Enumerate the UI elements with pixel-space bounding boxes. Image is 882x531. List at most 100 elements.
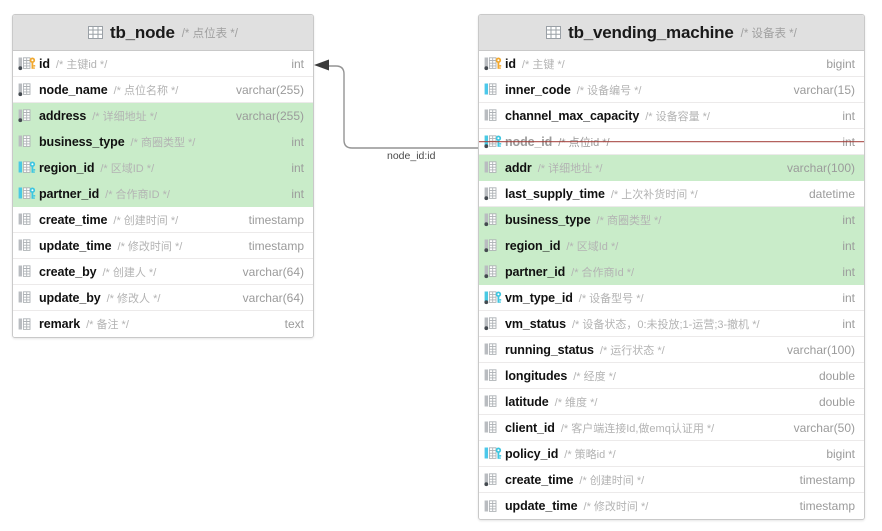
column-type: varchar(15): [793, 82, 855, 97]
entity-header[interactable]: tb_node /* 点位表 */: [13, 15, 313, 51]
column-name: partner_id: [39, 186, 100, 201]
column-name: region_id: [505, 238, 561, 253]
column-row[interactable]: latitude/* 维度 */double: [479, 389, 864, 415]
column-comment: /* 设备容量 */: [645, 110, 710, 123]
column-row[interactable]: policy_id /* 策略id */ bigint: [479, 441, 864, 467]
column-row[interactable]: business_type/* 商圈类型 */int: [479, 207, 864, 233]
column-type: timestamp: [248, 212, 304, 227]
column-comment: /* 设备状态，0:未投放;1-运营;3-撤机 */: [571, 318, 760, 331]
column-row[interactable]: vm_status/* 设备状态，0:未投放;1-运营;3-撤机 */int: [479, 311, 864, 337]
column-row[interactable]: inner_code /* 设备编号 */ varchar(15): [479, 77, 864, 103]
column-type: timestamp: [248, 238, 304, 253]
column-comment: /* 设备编号 */: [576, 84, 642, 97]
column-row[interactable]: node_name/* 点位名称 */varchar(255): [13, 77, 313, 103]
column-row[interactable]: remark/* 备注 */text: [13, 311, 313, 337]
column-row[interactable]: last_supply_time /* 上次补货时间 */ datetime: [479, 181, 864, 207]
column-row[interactable]: node_id/* 点位id */int: [479, 129, 864, 155]
column-comment: /* 设备型号 */: [578, 292, 644, 305]
column-type: int: [291, 56, 304, 71]
column-row[interactable]: channel_max_capacity/* 设备容量 */int: [479, 103, 864, 129]
entity-table-tb-vending-machine[interactable]: tb_vending_machine /* 设备表 */ id/* 主键 */b…: [478, 14, 865, 520]
column-name: id: [39, 56, 50, 71]
column-type: int: [842, 212, 855, 227]
column-comment: /* 商圈类型 */: [130, 136, 196, 149]
column-row[interactable]: address/* 详细地址 */varchar(255): [13, 103, 313, 129]
column-list: id /* 主键id */ int node_name /* 点位名称 */ varcha…: [13, 51, 313, 337]
column-type: int: [291, 186, 304, 201]
relationship-arrowhead: [314, 59, 329, 71]
column-comment: /* 主键id */: [55, 58, 108, 71]
column-row[interactable]: region_id/* 区域Id */int: [479, 233, 864, 259]
column-comment: /* 客户端连接Id,做emq认证用 */: [560, 422, 715, 435]
column-type: bigint: [826, 446, 855, 461]
column-name: create_time: [39, 212, 108, 227]
column-row[interactable]: id/* 主键 */bigint: [479, 51, 864, 77]
column-name: inner_code: [505, 82, 571, 97]
column-list: id/* 主键 */bigint inner_code /* 设备编号 */ varc…: [479, 51, 864, 519]
column-name: update_time: [39, 238, 112, 253]
column-row[interactable]: partner_id /* 合作商ID */ int: [13, 181, 313, 207]
column-type: int: [842, 108, 855, 123]
column-name: vm_type_id: [505, 290, 573, 305]
column-type: varchar(64): [242, 290, 304, 305]
column-name: partner_id: [505, 264, 566, 279]
column-name: addr: [505, 160, 532, 175]
entity-title-comment: /* 点位表 */: [181, 27, 238, 40]
entity-table-tb-node[interactable]: tb_node /* 点位表 */ id /* 主键id */ int node_na…: [12, 14, 314, 338]
entity-header[interactable]: tb_vending_machine /* 设备表 */: [479, 15, 864, 51]
column-comment: /* 主键 */: [521, 58, 565, 71]
column-row[interactable]: create_time/* 创建时间 */timestamp: [479, 467, 864, 493]
column-row[interactable]: partner_id/* 合作商Id */int: [479, 259, 864, 285]
column-type: timestamp: [799, 472, 855, 487]
relationship-line: [326, 65, 478, 149]
column-name: node_name: [39, 82, 108, 97]
column-row[interactable]: create_time /* 创建时间 */ timestamp: [13, 207, 313, 233]
column-name: update_by: [39, 290, 101, 305]
column-type: int: [842, 134, 855, 149]
column-type: double: [818, 394, 855, 409]
column-comment: /* 维度 */: [554, 396, 598, 409]
entity-title: tb_node: [110, 22, 175, 42]
column-comment: /* 修改人 */: [106, 292, 161, 305]
column-row[interactable]: vm_type_id/* 设备型号 */int: [479, 285, 864, 311]
column-row[interactable]: business_type /* 商圈类型 */ int: [13, 129, 313, 155]
column-row[interactable]: client_id/* 客户端连接Id,做emq认证用 */varchar(50…: [479, 415, 864, 441]
column-row[interactable]: id /* 主键id */ int: [13, 51, 313, 77]
table-icon: [88, 26, 104, 39]
column-name: node_id: [505, 134, 553, 149]
column-comment: /* 修改时间 */: [117, 240, 183, 253]
column-comment: /* 创建时间 */: [113, 214, 179, 227]
column-row[interactable]: running_status/* 运行状态 */varchar(100): [479, 337, 864, 363]
column-type: int: [291, 134, 304, 149]
column-type: datetime: [808, 186, 855, 201]
column-row[interactable]: addr/* 详细地址 */varchar(100): [479, 155, 864, 181]
column-type: int: [842, 238, 855, 253]
column-name: business_type: [39, 134, 125, 149]
column-comment: /* 上次补货时间 */: [610, 188, 698, 201]
column-row[interactable]: update_time /* 修改时间 */ timestamp: [479, 493, 864, 519]
column-type: varchar(64): [242, 264, 304, 279]
relationship-label: node_id:id: [387, 150, 436, 162]
column-name: address: [39, 108, 87, 123]
column-comment: /* 商圈类型 */: [596, 214, 662, 227]
column-row[interactable]: region_id/* 区域ID */int: [13, 155, 313, 181]
column-comment: /* 运行状态 */: [599, 344, 665, 357]
column-type: int: [842, 316, 855, 331]
column-type: varchar(255): [235, 108, 304, 123]
column-name: last_supply_time: [505, 186, 605, 201]
column-type: double: [818, 368, 855, 383]
column-name: running_status: [505, 342, 594, 357]
column-comment: /* 合作商ID */: [105, 188, 170, 201]
column-row[interactable]: create_by/* 创建人 */varchar(64): [13, 259, 313, 285]
column-name: policy_id: [505, 446, 559, 461]
column-row[interactable]: update_time /* 修改时间 */ timestamp: [13, 233, 313, 259]
column-comment: /* 修改时间 */: [583, 501, 649, 513]
column-comment: /* 策略id */: [564, 448, 616, 461]
column-name: update_time: [505, 499, 578, 513]
column-row[interactable]: longitudes/* 经度 */double: [479, 363, 864, 389]
column-comment: /* 点位名称 */: [113, 84, 179, 97]
column-row[interactable]: update_by /* 修改人 */ varchar(64): [13, 285, 313, 311]
column-type: timestamp: [799, 499, 855, 513]
table-icon: [546, 26, 562, 39]
